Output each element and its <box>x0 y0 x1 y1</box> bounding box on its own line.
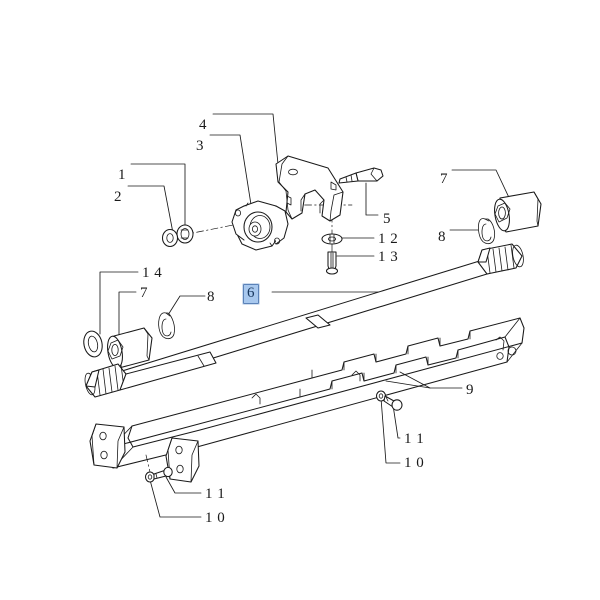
part-washer-shaft <box>83 330 103 358</box>
callout-14: 1 4 <box>142 265 163 281</box>
callout-9: 9 <box>466 382 474 398</box>
callout-7-right: 7 <box>440 171 448 187</box>
part-fastener-left <box>144 454 173 483</box>
callout-13: 1 3 <box>378 249 399 265</box>
part-snap-ring-small <box>176 224 194 244</box>
part-drive-shaft <box>121 243 524 383</box>
leader-5 <box>365 182 379 216</box>
callout-5: 5 <box>383 211 391 227</box>
leader-3 <box>209 134 253 212</box>
part-shift-fork-bracket <box>275 155 344 222</box>
part-washer-lower <box>321 233 343 245</box>
leader-1 <box>130 163 186 228</box>
part-snap-ring-left <box>158 312 175 340</box>
callout-6[interactable]: 6 <box>243 284 259 304</box>
leader-9a <box>399 371 463 389</box>
callout-10-beam: 1 0 <box>404 455 425 471</box>
leader-lines <box>99 113 513 518</box>
part-bearing-flange-housing <box>231 200 289 251</box>
part-coupling-sleeve-right <box>494 191 542 233</box>
callout-3: 3 <box>196 138 204 154</box>
leader-7-right <box>451 169 513 205</box>
leader-4 <box>212 113 279 165</box>
leader-11-left <box>165 476 202 494</box>
part-guard-rail-beam <box>89 317 525 483</box>
leader-7-left <box>118 291 137 338</box>
callout-4: 4 <box>199 117 207 133</box>
part-washer-small <box>161 228 179 248</box>
callout-8-left: 8 <box>207 289 215 305</box>
leader-10-beam <box>380 397 401 464</box>
leader-8-left <box>167 295 206 316</box>
part-fastener-beam <box>375 390 403 411</box>
callout-1: 1 <box>118 167 126 183</box>
part-bolt-upper <box>338 167 384 184</box>
part-coupling-sleeve-left <box>107 327 153 369</box>
part-snap-ring-right <box>478 218 496 245</box>
callout-11-beam: 1 1 <box>404 431 425 447</box>
part-bolt-lower <box>325 251 339 275</box>
leader-11-beam <box>392 404 401 439</box>
leader-14 <box>99 271 139 335</box>
callout-11-left: 1 1 <box>205 486 226 502</box>
callout-7-left: 7 <box>140 285 148 301</box>
axis-bearing <box>167 221 249 239</box>
callout-10-left: 1 0 <box>205 510 226 526</box>
leader-10-left <box>149 479 202 518</box>
leader-2 <box>127 185 174 234</box>
callout-2: 2 <box>114 189 122 205</box>
leader-9b <box>385 380 431 389</box>
part-drive-shaft-lower-end <box>84 351 217 398</box>
callout-12: 1 2 <box>378 231 399 247</box>
callout-8-right: 8 <box>438 229 446 245</box>
